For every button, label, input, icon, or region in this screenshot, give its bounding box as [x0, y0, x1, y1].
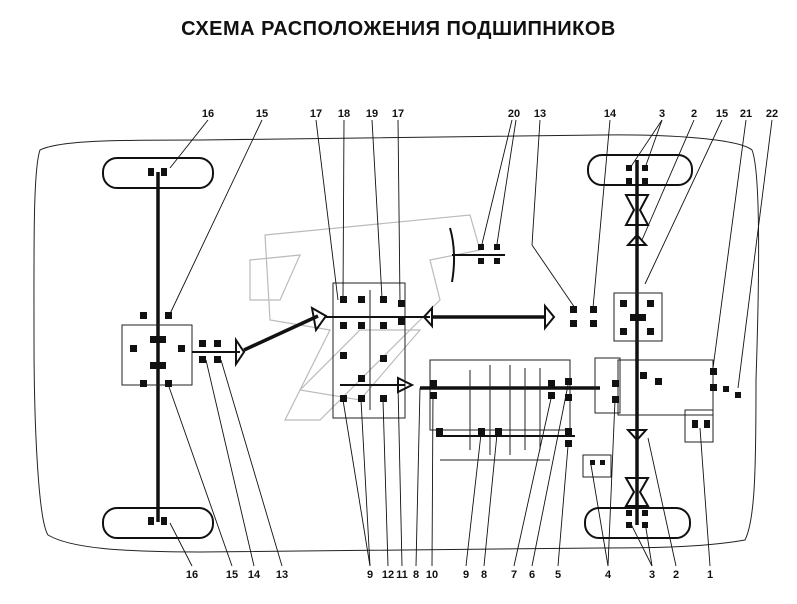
callout-bottom-16: 2	[673, 569, 679, 581]
callout-bottom-4: 9	[367, 569, 373, 581]
callout-bottom-2: 14	[248, 569, 261, 581]
rear-axle-housing	[121, 324, 193, 386]
callout-bottom-13: 5	[555, 569, 561, 581]
engine-block	[617, 359, 714, 416]
callout-bottom-7: 8	[413, 569, 419, 581]
car-body-outline	[33, 134, 760, 553]
callout-top-10: 2	[691, 108, 697, 120]
engine-bearings	[612, 368, 717, 403]
callout-bottom-8: 10	[426, 569, 438, 581]
clutch-housing	[594, 357, 621, 414]
callout-top-6: 20	[508, 108, 520, 120]
callout-leaders-top	[167, 119, 773, 389]
callout-bottom-9: 9	[463, 569, 469, 581]
callout-bottom-5: 12	[382, 569, 394, 581]
callouts-top: 16 15 17 18 19 17 20 13 14 3 2 15 21 22	[202, 108, 778, 120]
callout-bottom-11: 7	[511, 569, 517, 581]
water-pump	[582, 454, 612, 478]
callout-bottom-10: 8	[481, 569, 487, 581]
fan-bearings	[723, 386, 741, 398]
gearbox-gears	[469, 365, 541, 455]
callout-top-8: 14	[604, 108, 617, 120]
callout-bottom-3: 13	[276, 569, 288, 581]
callout-bottom-12: 6	[529, 569, 535, 581]
steering-column-bearings	[478, 244, 500, 264]
generator	[684, 409, 714, 443]
diagram-title: СХЕМА РАСПОЛОЖЕНИЯ ПОДШИПНИКОВ	[181, 18, 616, 40]
callout-top-1: 15	[256, 108, 268, 120]
callout-bottom-17: 1	[707, 569, 713, 581]
mid-universal-joint	[310, 306, 328, 333]
transfer-case-bearings	[340, 296, 405, 402]
callout-bottom-14: 4	[605, 569, 612, 581]
rear-hub-bearings	[148, 168, 167, 525]
front-differential-bearings	[620, 300, 654, 335]
callout-top-9: 3	[659, 108, 665, 120]
callout-top-12: 21	[740, 108, 752, 120]
callout-top-11: 15	[716, 108, 728, 120]
callout-top-0: 16	[202, 108, 214, 120]
rear-pinion-bearings	[199, 340, 221, 363]
callout-top-5: 17	[392, 108, 404, 120]
rear-differential-bearings	[130, 312, 185, 387]
callout-bottom-15: 3	[649, 569, 655, 581]
callout-bottom-1: 15	[226, 569, 238, 581]
callout-top-13: 22	[766, 108, 778, 120]
transfer-case	[332, 282, 406, 419]
callout-leaders-bottom	[167, 359, 711, 567]
callout-bottom-6: 11	[396, 569, 408, 581]
callout-top-7: 13	[534, 108, 546, 120]
callout-top-4: 19	[366, 108, 378, 120]
front-pinion-bearings	[570, 306, 597, 327]
cv-joint-lower	[624, 477, 650, 507]
callout-top-3: 18	[338, 108, 350, 120]
wheel-front-left	[587, 154, 693, 186]
rear-universal-joint	[235, 336, 246, 368]
callout-top-2: 17	[310, 108, 322, 120]
cv-joint-upper	[624, 194, 650, 226]
callout-bottom-0: 16	[186, 569, 198, 581]
front-axle-housing	[613, 292, 663, 342]
front-joint-front	[544, 303, 556, 331]
rear-propeller-shaft	[243, 314, 319, 352]
